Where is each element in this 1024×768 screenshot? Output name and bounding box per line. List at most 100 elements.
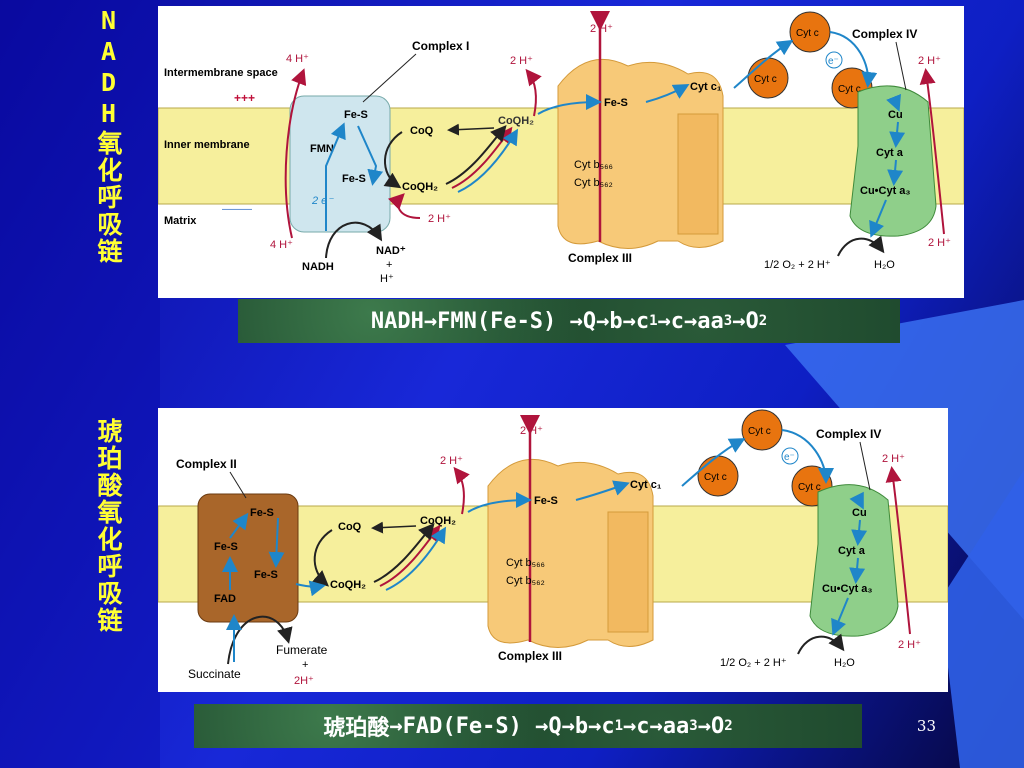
side-label-nadh: NADH氧化呼吸链 — [94, 6, 123, 265]
arrow: → — [657, 308, 671, 334]
cytc-label-3: Cyt c — [838, 84, 861, 95]
h2-c4-bottom: 2 H⁺ — [928, 237, 951, 249]
matrix-label: Matrix — [164, 215, 197, 227]
eq-top-c1-sub: 1 — [649, 313, 658, 329]
h4-bottom: 4 H⁺ — [270, 239, 293, 251]
complex-2-label: Complex II — [176, 457, 237, 471]
coqh2-top-label: CoQH₂ — [498, 115, 534, 127]
cytc-label-2: Cyt c — [754, 74, 777, 85]
arrow: → — [622, 308, 636, 334]
plus-signs: +++ — [234, 91, 255, 105]
h2-c4-bottom-b: 2 H⁺ — [898, 639, 921, 651]
cytc1-b: Cyt c₁ — [630, 479, 662, 491]
e-label-b: e⁻ — [784, 452, 795, 463]
two-e-label: 2 e⁻ — [311, 195, 334, 207]
coq-label: CoQ — [410, 125, 434, 137]
fes-c3-label: Fe-S — [604, 97, 628, 109]
h4-top: 4 H⁺ — [286, 53, 309, 65]
side-label-succinate: 琥珀酸氧化呼吸链 — [94, 418, 123, 634]
eq-bottom-c: c — [636, 713, 650, 739]
arrow: → — [569, 308, 583, 334]
coq-label-b: CoQ — [338, 521, 362, 533]
arrow: → — [423, 308, 438, 334]
cytb562-b: Cyt b₅₆₂ — [506, 575, 545, 587]
minus-signs: ——— — [222, 204, 252, 215]
eq-bottom-aa: aa — [662, 713, 690, 739]
cyta-label-b: Cyt a — [838, 545, 866, 557]
nad-plus: + — [386, 259, 392, 271]
fes3-label: Fe-S — [254, 569, 278, 581]
eq-top-start: NADH — [370, 308, 424, 334]
cucyta3-label-b: Cu•Cyt a₃ — [822, 583, 873, 595]
cytb562-label: Cyt b₅₆₂ — [574, 177, 613, 189]
cytc-label-b3: Cyt c — [798, 482, 821, 493]
o2-label: 1/2 O₂ + 2 H⁺ — [764, 259, 831, 271]
arrow: → — [684, 308, 698, 334]
eq-bottom-mid: FAD(Fe-S) — [402, 713, 522, 739]
coqh2-top-b: CoQH₂ — [420, 515, 456, 527]
cytb566-label: Cyt b₅₆₆ — [574, 159, 613, 171]
page-number: 33 — [916, 717, 936, 735]
complex-2 — [197, 493, 299, 623]
e-label: e⁻ — [828, 56, 839, 67]
h2-coq: 2 H⁺ — [510, 55, 533, 67]
eq-top-aa-sub: 3 — [723, 313, 733, 329]
fad-label: FAD — [214, 593, 236, 605]
h2-coq-b: 2 H⁺ — [440, 455, 463, 467]
fumerate-h: 2H⁺ — [294, 675, 314, 687]
eq-bottom-o: O — [710, 713, 725, 739]
h2-c4-top-b: 2 H⁺ — [882, 453, 905, 465]
fes-label: Fe-S — [344, 109, 368, 121]
h2-center: 2 H⁺ — [590, 23, 613, 35]
complex-3-label: Complex III — [568, 251, 632, 265]
cytc-label-b1: Cyt c — [748, 426, 771, 437]
eq-top-mid: FMN(Fe-S) — [437, 308, 557, 334]
fes-label-2: Fe-S — [342, 173, 366, 185]
succinate-label: Succinate — [188, 667, 241, 681]
arrow: → — [649, 713, 663, 739]
arrow: → — [561, 713, 575, 739]
cytc-label-b2: Cyt c — [704, 472, 727, 483]
eq-top-q: Q — [582, 308, 597, 334]
arrow: → — [623, 713, 637, 739]
coqh2-bottom-label: CoQH₂ — [402, 181, 438, 193]
nad-label: NAD⁺ — [376, 245, 406, 257]
coqh2-bottom-b: CoQH₂ — [330, 579, 366, 591]
cucyta3-label: Cu•Cyt a₃ — [860, 185, 911, 197]
nadh-chain-diagram: Intermembrane space +++ Inner membrane M… — [158, 6, 964, 298]
eq-top-c: c — [670, 308, 684, 334]
arrow: → — [389, 713, 403, 739]
cyta-label: Cyt a — [876, 147, 904, 159]
succinate-chain-diagram: Complex II Fe-S Fe-S Fe-S FAD Succinate … — [158, 408, 948, 692]
eq-bottom-aa-sub: 3 — [689, 718, 698, 734]
arrow: → — [535, 713, 549, 739]
o2-label-b: 1/2 O₂ + 2 H⁺ — [720, 657, 787, 669]
arrow: → — [732, 308, 746, 334]
fumerate-label: Fumerate — [276, 643, 328, 657]
cu-label-b: Cu — [852, 507, 867, 519]
eq-bottom-q: Q — [548, 713, 562, 739]
eq-bottom-c1: c — [601, 713, 615, 739]
complex-4-b — [809, 484, 899, 637]
eq-top-b: b — [609, 308, 623, 334]
h2o-label: H₂O — [874, 259, 895, 271]
fmn-label: FMN — [310, 143, 334, 155]
fes-c3-b: Fe-S — [534, 495, 558, 507]
cytb566-b: Cyt b₅₆₆ — [506, 557, 545, 569]
inner-membrane-label: Inner membrane — [164, 139, 250, 151]
eq-top-aa: aa — [697, 308, 724, 334]
complex-1 — [289, 95, 391, 233]
nad-h: H⁺ — [380, 273, 394, 285]
fumerate-plus: + — [302, 659, 308, 671]
h2o-label-b: H₂O — [834, 657, 855, 669]
complex-4 — [849, 85, 937, 237]
complex-1-label: Complex I — [412, 39, 469, 53]
nadh-label: NADH — [302, 261, 334, 273]
complex-3-label-b: Complex III — [498, 649, 562, 663]
eq-bottom-start: 琥珀酸 — [323, 716, 390, 741]
eq-top-c1: c — [635, 308, 650, 334]
arrow: → — [596, 308, 610, 334]
eq-bottom-b: b — [574, 713, 589, 739]
